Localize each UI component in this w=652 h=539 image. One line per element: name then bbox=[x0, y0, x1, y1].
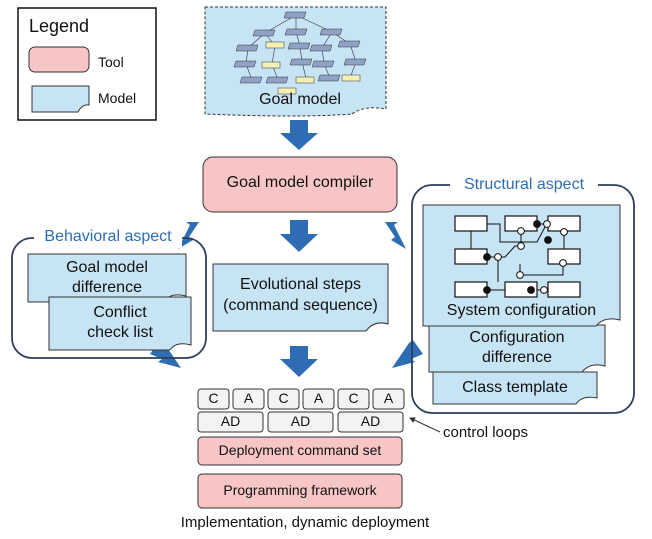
conflict-check-list-shape bbox=[48, 296, 192, 351]
arrow-down-goal-to-compiler bbox=[280, 120, 318, 150]
control-loops-label: control loops bbox=[443, 424, 529, 441]
structural-title-bg bbox=[450, 174, 598, 196]
behavioral-aspect-title: Behavioral aspect bbox=[44, 228, 172, 245]
class-template-label: Class template bbox=[462, 379, 568, 396]
class-template-shape bbox=[432, 371, 598, 405]
evolution-steps-shape bbox=[212, 263, 389, 332]
arrow-to-structural bbox=[385, 222, 406, 249]
arrow-structural-to-loops bbox=[392, 340, 423, 368]
loop3-a-label: A bbox=[383, 390, 394, 406]
programming-framework-shape bbox=[197, 473, 403, 509]
compiler-shape bbox=[202, 156, 398, 213]
evolution-steps-line1: Evolutional steps bbox=[240, 276, 361, 293]
arrow-down-compiler-to-steps bbox=[280, 220, 318, 252]
configuration-difference-line2: difference bbox=[482, 349, 552, 366]
compiler-label: Goal model compiler bbox=[226, 174, 374, 191]
deployment-command-set-shape bbox=[197, 436, 403, 466]
loop1-c-label: C bbox=[208, 390, 219, 406]
loop2-c-label: C bbox=[278, 390, 289, 406]
goal-model-difference-line1: Goal model bbox=[66, 259, 148, 276]
configuration-difference-line1: Configuration bbox=[469, 329, 565, 346]
legend-title: Legend bbox=[29, 16, 90, 36]
configuration-difference-shape bbox=[428, 324, 606, 373]
loop1-a-label: A bbox=[243, 390, 254, 406]
structural-aspect-title: Structural aspect bbox=[463, 176, 585, 193]
loop3-ad-label: AD bbox=[360, 413, 381, 429]
legend-tool-swatch bbox=[28, 46, 90, 73]
conflict-check-list-line2: check list bbox=[87, 324, 153, 341]
behavioral-title-bg bbox=[34, 226, 182, 248]
goal-model-difference-line2: difference bbox=[72, 279, 142, 296]
conflict-check-list-line1: Conflict bbox=[93, 304, 147, 321]
legend-model-swatch bbox=[31, 85, 90, 113]
goal-model-label: Goal model bbox=[259, 91, 341, 108]
loop3-c-label: C bbox=[348, 390, 359, 406]
control-loops-pointer bbox=[409, 417, 441, 433]
evolution-steps-line2: (command sequence) bbox=[223, 297, 378, 314]
loop2-ad-label: AD bbox=[290, 413, 311, 429]
arrow-to-behavioral bbox=[178, 222, 199, 249]
system-configuration-graph-icon bbox=[454, 215, 581, 298]
loop1-ad-label: AD bbox=[220, 413, 241, 429]
arrow-down-steps-to-loops bbox=[280, 346, 318, 377]
caption: Implementation, dynamic deployment bbox=[180, 514, 430, 531]
programming-framework-label: Programming framework bbox=[223, 482, 377, 498]
control-loop-cells bbox=[197, 388, 405, 433]
loop2-a-label: A bbox=[313, 390, 324, 406]
system-configuration-label: System configuration bbox=[446, 302, 597, 319]
deployment-command-set-label: Deployment command set bbox=[218, 442, 382, 458]
legend-model-label: Model bbox=[98, 90, 137, 106]
legend-tool-label: Tool bbox=[98, 54, 124, 70]
goal-model-tree-icon bbox=[233, 11, 367, 95]
